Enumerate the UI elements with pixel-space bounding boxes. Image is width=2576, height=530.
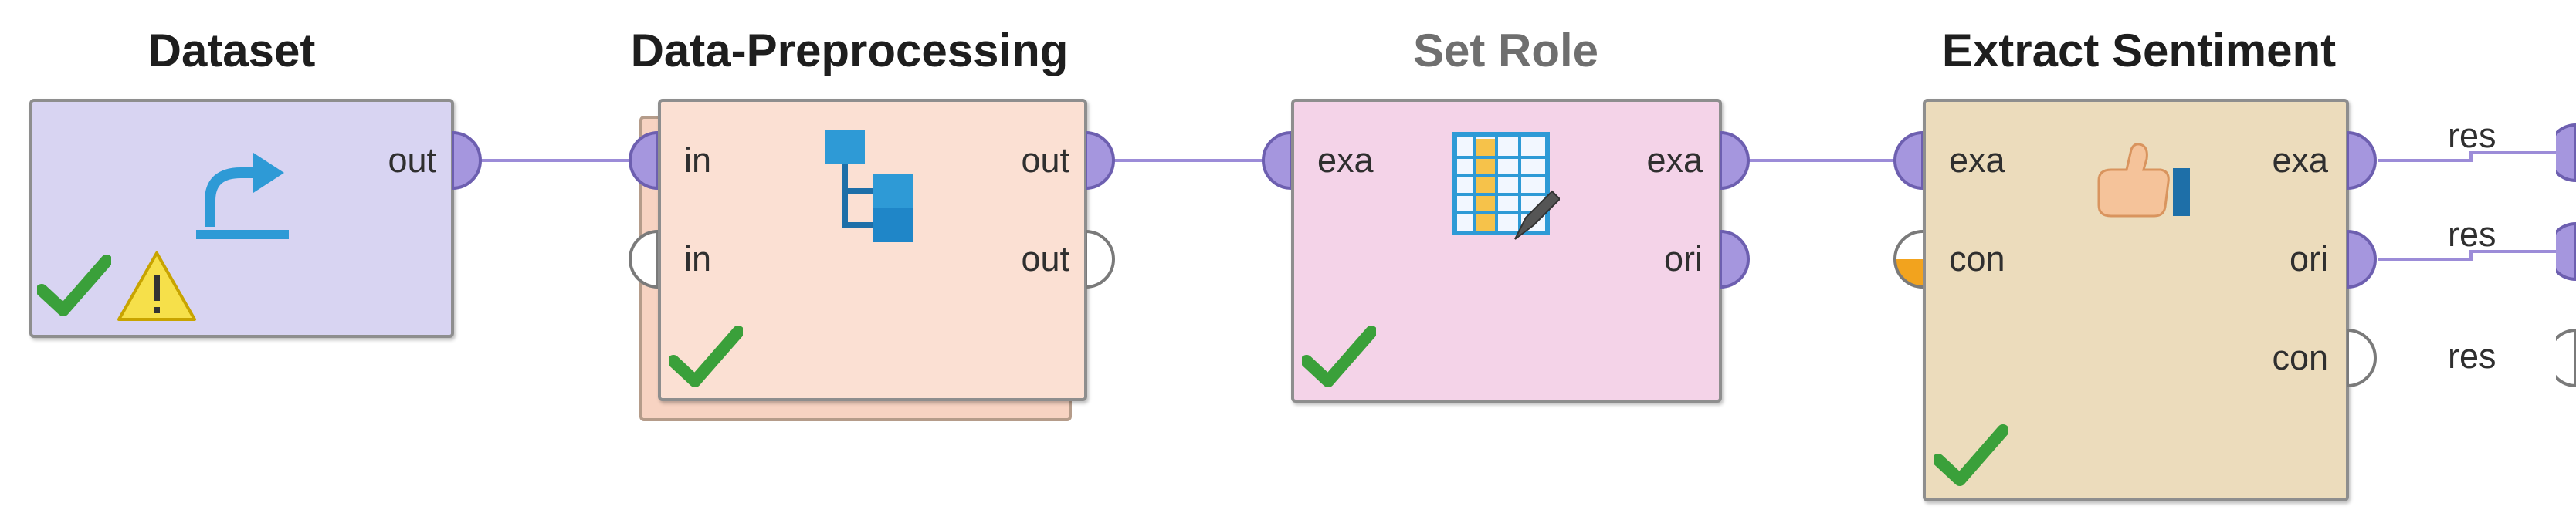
port-label-exa: exa <box>1949 140 2005 180</box>
result-port-label: res <box>2448 116 2496 155</box>
thumbs-up-icon <box>2093 139 2201 224</box>
input-port[interactable] <box>1892 130 1923 191</box>
operator-dataset[interactable] <box>29 99 454 338</box>
retrieve-arrow-icon <box>193 147 293 247</box>
result-port-label: res <box>2448 214 2496 254</box>
output-port-empty[interactable] <box>1086 228 1117 290</box>
output-port[interactable] <box>2347 228 2378 290</box>
port-label-out: out <box>1021 140 1069 180</box>
output-port[interactable] <box>1720 228 1751 290</box>
port-label-exa: exa <box>1317 140 1374 180</box>
connection-sentiment-exa-to-result <box>2378 151 2556 162</box>
port-label-in: in <box>684 239 712 279</box>
operator-title[interactable]: Set Role <box>1412 25 1599 76</box>
result-port-empty[interactable] <box>2556 327 2576 389</box>
table-edit-icon <box>1452 131 1560 247</box>
check-icon <box>37 253 111 318</box>
check-icon <box>669 324 743 389</box>
port-label-ori: ori <box>2289 239 2328 279</box>
check-icon <box>1934 423 2008 488</box>
result-port[interactable] <box>2556 122 2576 184</box>
output-port-empty[interactable] <box>2347 327 2378 389</box>
port-label-ori: ori <box>1663 239 1703 279</box>
port-label-con: con <box>1949 239 2005 279</box>
operator-title[interactable]: Dataset <box>147 25 316 76</box>
port-label-con: con <box>2272 338 2328 377</box>
port-label-in: in <box>684 140 712 180</box>
port-label-exa: exa <box>1646 140 1703 180</box>
input-port[interactable] <box>627 130 658 191</box>
result-port-label: res <box>2448 336 2496 376</box>
input-port-optional[interactable] <box>1892 228 1923 290</box>
output-port[interactable] <box>1720 130 1751 191</box>
check-icon <box>1302 324 1376 389</box>
input-port[interactable] <box>1260 130 1291 191</box>
operator-title[interactable]: Extract Sentiment <box>1941 25 2337 76</box>
output-port[interactable] <box>452 130 483 191</box>
operator-title[interactable]: Data-Preprocessing <box>630 25 1069 76</box>
output-port[interactable] <box>1086 130 1117 191</box>
warning-icon <box>114 248 199 324</box>
output-port[interactable] <box>2347 130 2378 191</box>
port-label-out: out <box>1021 239 1069 279</box>
port-label-exa: exa <box>2272 140 2328 180</box>
result-port[interactable] <box>2556 221 2576 282</box>
connection-sentiment-ori-to-result <box>2378 250 2556 261</box>
port-label-out: out <box>388 140 436 180</box>
subprocess-tree-icon <box>822 125 930 248</box>
input-port-empty[interactable] <box>627 228 658 290</box>
